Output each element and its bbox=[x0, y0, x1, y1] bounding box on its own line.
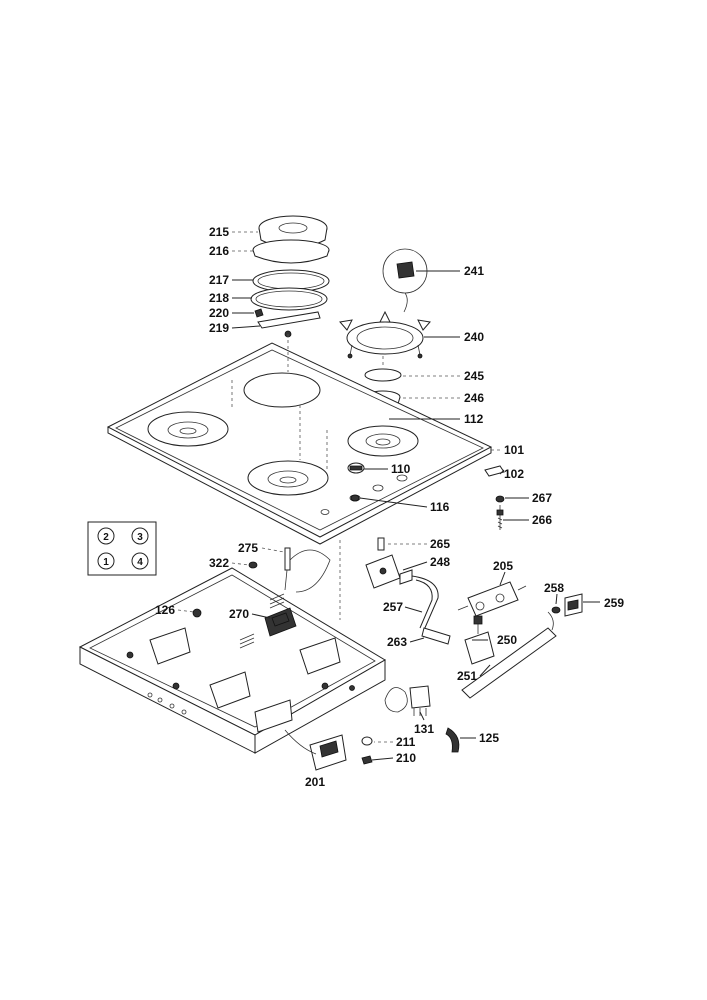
burner-box bbox=[78, 540, 386, 754]
label-220: 220 bbox=[209, 306, 229, 320]
cooktop-surface bbox=[106, 334, 493, 545]
part-110-knob bbox=[347, 462, 365, 474]
label-110: 110 bbox=[391, 462, 411, 476]
burner-key: 2 3 1 4 bbox=[87, 521, 157, 576]
label-210: 210 bbox=[396, 751, 416, 765]
label-246: 246 bbox=[464, 391, 484, 405]
label-218: 218 bbox=[209, 291, 229, 305]
label-322: 322 bbox=[209, 556, 229, 570]
part-102-trim bbox=[484, 465, 505, 477]
label-263: 263 bbox=[387, 635, 407, 649]
gas-valves bbox=[365, 537, 583, 699]
part-245-cap bbox=[364, 368, 402, 382]
label-258: 258 bbox=[544, 581, 564, 595]
label-270: 270 bbox=[229, 607, 249, 621]
label-219: 219 bbox=[209, 321, 229, 335]
leader-lines bbox=[177, 231, 600, 761]
part-241 bbox=[382, 248, 428, 313]
label-216: 216 bbox=[209, 244, 229, 258]
label-101: 101 bbox=[504, 443, 524, 457]
part-116 bbox=[350, 494, 360, 502]
label-251: 251 bbox=[457, 669, 477, 683]
label-265: 265 bbox=[430, 537, 450, 551]
label-245: 245 bbox=[464, 369, 484, 383]
part-240-grate bbox=[339, 310, 431, 359]
label-126: 126 bbox=[155, 603, 175, 617]
label-205: 205 bbox=[493, 559, 513, 573]
label-275: 275 bbox=[238, 541, 258, 555]
label-215: 215 bbox=[209, 225, 229, 239]
label-211: 211 bbox=[396, 735, 416, 749]
key-1: 1 bbox=[103, 557, 109, 568]
lower-parts bbox=[284, 685, 460, 771]
label-131: 131 bbox=[414, 722, 434, 736]
part-270 bbox=[271, 612, 290, 627]
part-275-322 bbox=[248, 547, 331, 593]
label-240: 240 bbox=[464, 330, 484, 344]
label-102: 102 bbox=[504, 467, 524, 481]
label-257: 257 bbox=[383, 600, 403, 614]
key-3: 3 bbox=[137, 532, 143, 543]
label-259: 259 bbox=[604, 596, 624, 610]
label-201: 201 bbox=[305, 775, 325, 789]
label-248: 248 bbox=[430, 555, 450, 569]
label-241: 241 bbox=[464, 264, 484, 278]
label-112: 112 bbox=[464, 412, 484, 426]
key-2: 2 bbox=[103, 532, 109, 543]
label-217: 217 bbox=[209, 273, 229, 287]
label-116: 116 bbox=[430, 500, 450, 514]
griddle-stack bbox=[250, 215, 330, 338]
part-266-267 bbox=[495, 495, 505, 530]
label-267: 267 bbox=[532, 491, 552, 505]
label-266: 266 bbox=[532, 513, 552, 527]
label-125: 125 bbox=[479, 731, 499, 745]
key-4: 4 bbox=[137, 557, 143, 568]
callout-labels: 215 216 217 218 220 219 241 240 245 246 … bbox=[155, 225, 624, 789]
label-250: 250 bbox=[497, 633, 517, 647]
